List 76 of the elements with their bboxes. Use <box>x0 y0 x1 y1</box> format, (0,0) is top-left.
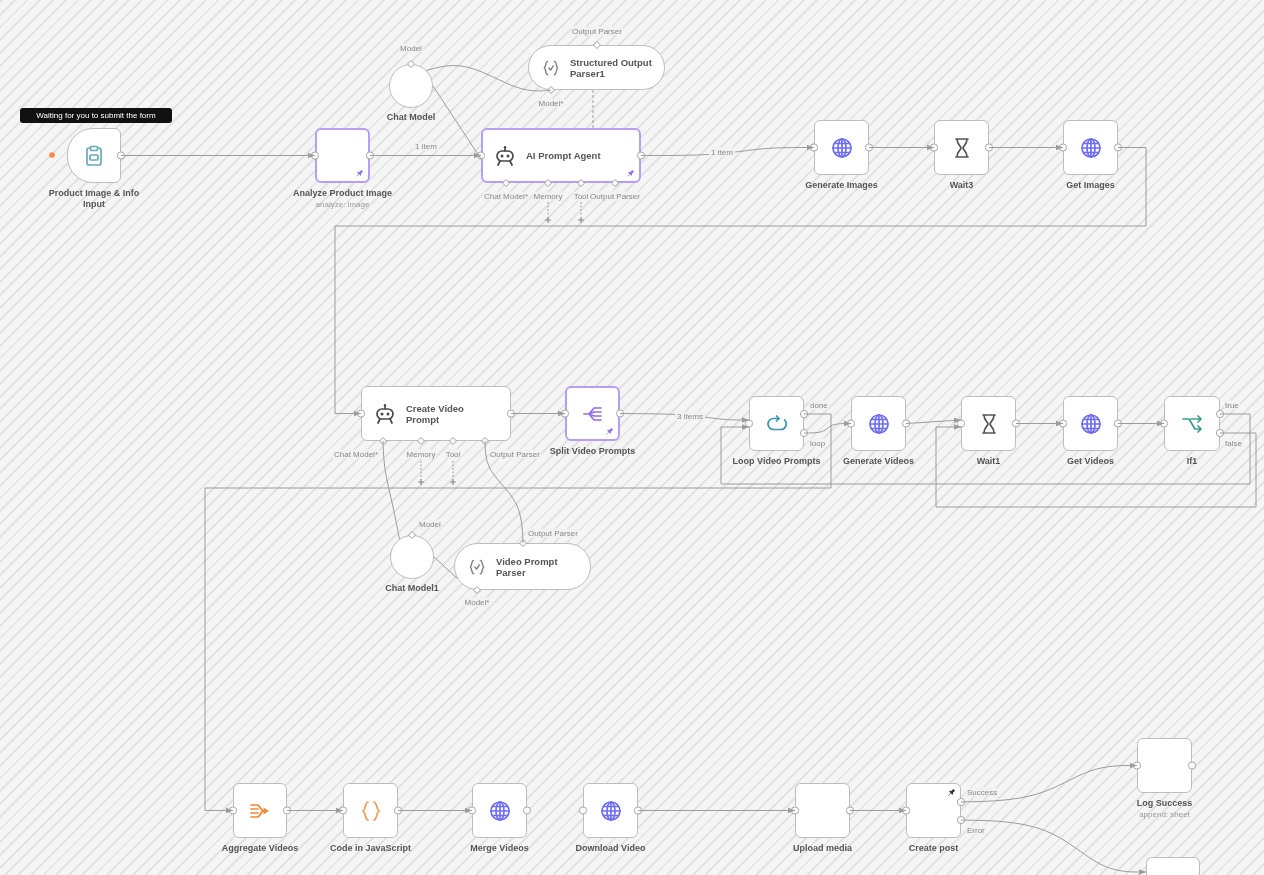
connector-arrow <box>960 762 1138 803</box>
connector-arrow <box>120 152 316 159</box>
node-title: Chat Model <box>386 112 436 123</box>
connector-line <box>484 440 524 544</box>
port-label: Memory <box>532 191 564 201</box>
node-title: Upload media <box>793 843 852 854</box>
connector-arrow <box>720 413 1251 485</box>
node-subtitle: append: sheet <box>1139 810 1190 820</box>
connector-line <box>382 440 400 540</box>
port-label: Memory <box>405 449 437 459</box>
connector-arrow <box>369 152 482 159</box>
edge-label: 3 items <box>675 411 705 421</box>
node-title: If1 <box>1186 456 1198 467</box>
edge-label: 1 item <box>709 147 735 157</box>
connector-arrow <box>988 144 1064 151</box>
connector-arrow <box>935 424 1257 508</box>
connector-arrow <box>204 413 832 814</box>
connector-arrow <box>849 807 907 814</box>
edge-label: 1 item <box>413 141 439 151</box>
node-title: Create Video Prompt <box>406 402 465 425</box>
connector-arrow <box>1015 420 1064 427</box>
port-label: loop <box>809 438 827 448</box>
connector-arrow <box>960 819 1147 875</box>
connector-line <box>426 65 552 92</box>
connector-arrow <box>803 420 852 434</box>
node-title: Code in JavaScript <box>330 843 411 854</box>
connector-arrow <box>397 807 473 814</box>
port-label: Output Parser <box>489 449 541 459</box>
node-title: Structured Output Parser1 <box>570 56 653 79</box>
node-title: Split Video Prompts <box>549 446 636 457</box>
node-title: Analyze Product Image <box>293 188 392 199</box>
connector-arrow <box>905 417 962 424</box>
connector-line <box>432 85 482 160</box>
port-label: Model* <box>537 98 565 108</box>
port-label: Tool <box>572 191 590 201</box>
workflow-node <box>1146 857 1200 875</box>
connector-arrow <box>637 807 796 814</box>
port-label: Tool <box>444 449 462 459</box>
port-label: Model <box>418 519 442 529</box>
node-title: Loop Video Prompts <box>732 456 821 467</box>
node-title: Get Videos <box>1067 456 1114 467</box>
port-label: Error <box>966 825 986 835</box>
connector-line <box>433 556 458 579</box>
port-label: Model* <box>463 597 491 607</box>
port-label: Success <box>966 787 999 797</box>
node-title: Generate Images <box>805 180 878 191</box>
port-label: Model <box>399 43 423 53</box>
node-title: Product Image & Info Input <box>47 188 141 210</box>
connector-arrow <box>510 410 566 417</box>
node-title: Wait3 <box>949 180 974 191</box>
connector-arrow <box>286 807 344 814</box>
port-label: Chat Model* <box>332 449 379 459</box>
node-title: Video Prompt Parser <box>496 555 559 578</box>
node-title: Merge Videos <box>470 843 529 854</box>
node-subtitle: analyze: image <box>315 200 370 210</box>
node-title: Create post <box>908 843 959 854</box>
port-label: Output Parser <box>571 26 623 36</box>
connector-arrow <box>1117 420 1165 427</box>
port-label: true <box>1224 400 1240 410</box>
node-title: AI Prompt Agent <box>526 150 602 161</box>
connector-line <box>592 89 594 129</box>
port-label: done <box>809 400 829 410</box>
node-title: Generate Videos <box>843 456 914 467</box>
node-title: Aggregate Videos <box>221 843 299 854</box>
port-label: false <box>1224 438 1243 448</box>
node-title: Get Images <box>1066 180 1115 191</box>
node-title: Wait1 <box>976 456 1001 467</box>
node-title: Download Video <box>575 843 646 854</box>
connector-arrow <box>334 147 1147 417</box>
tooltip: Waiting for you to submit the form <box>20 108 172 123</box>
port-label: Chat Model* <box>483 191 529 201</box>
node-title: Chat Model1 <box>385 583 439 594</box>
port-label: Output Parser <box>527 528 579 538</box>
node-title: Log Success <box>1136 798 1193 809</box>
port-label: Output Parser <box>589 191 641 201</box>
connector-arrow <box>868 144 935 151</box>
